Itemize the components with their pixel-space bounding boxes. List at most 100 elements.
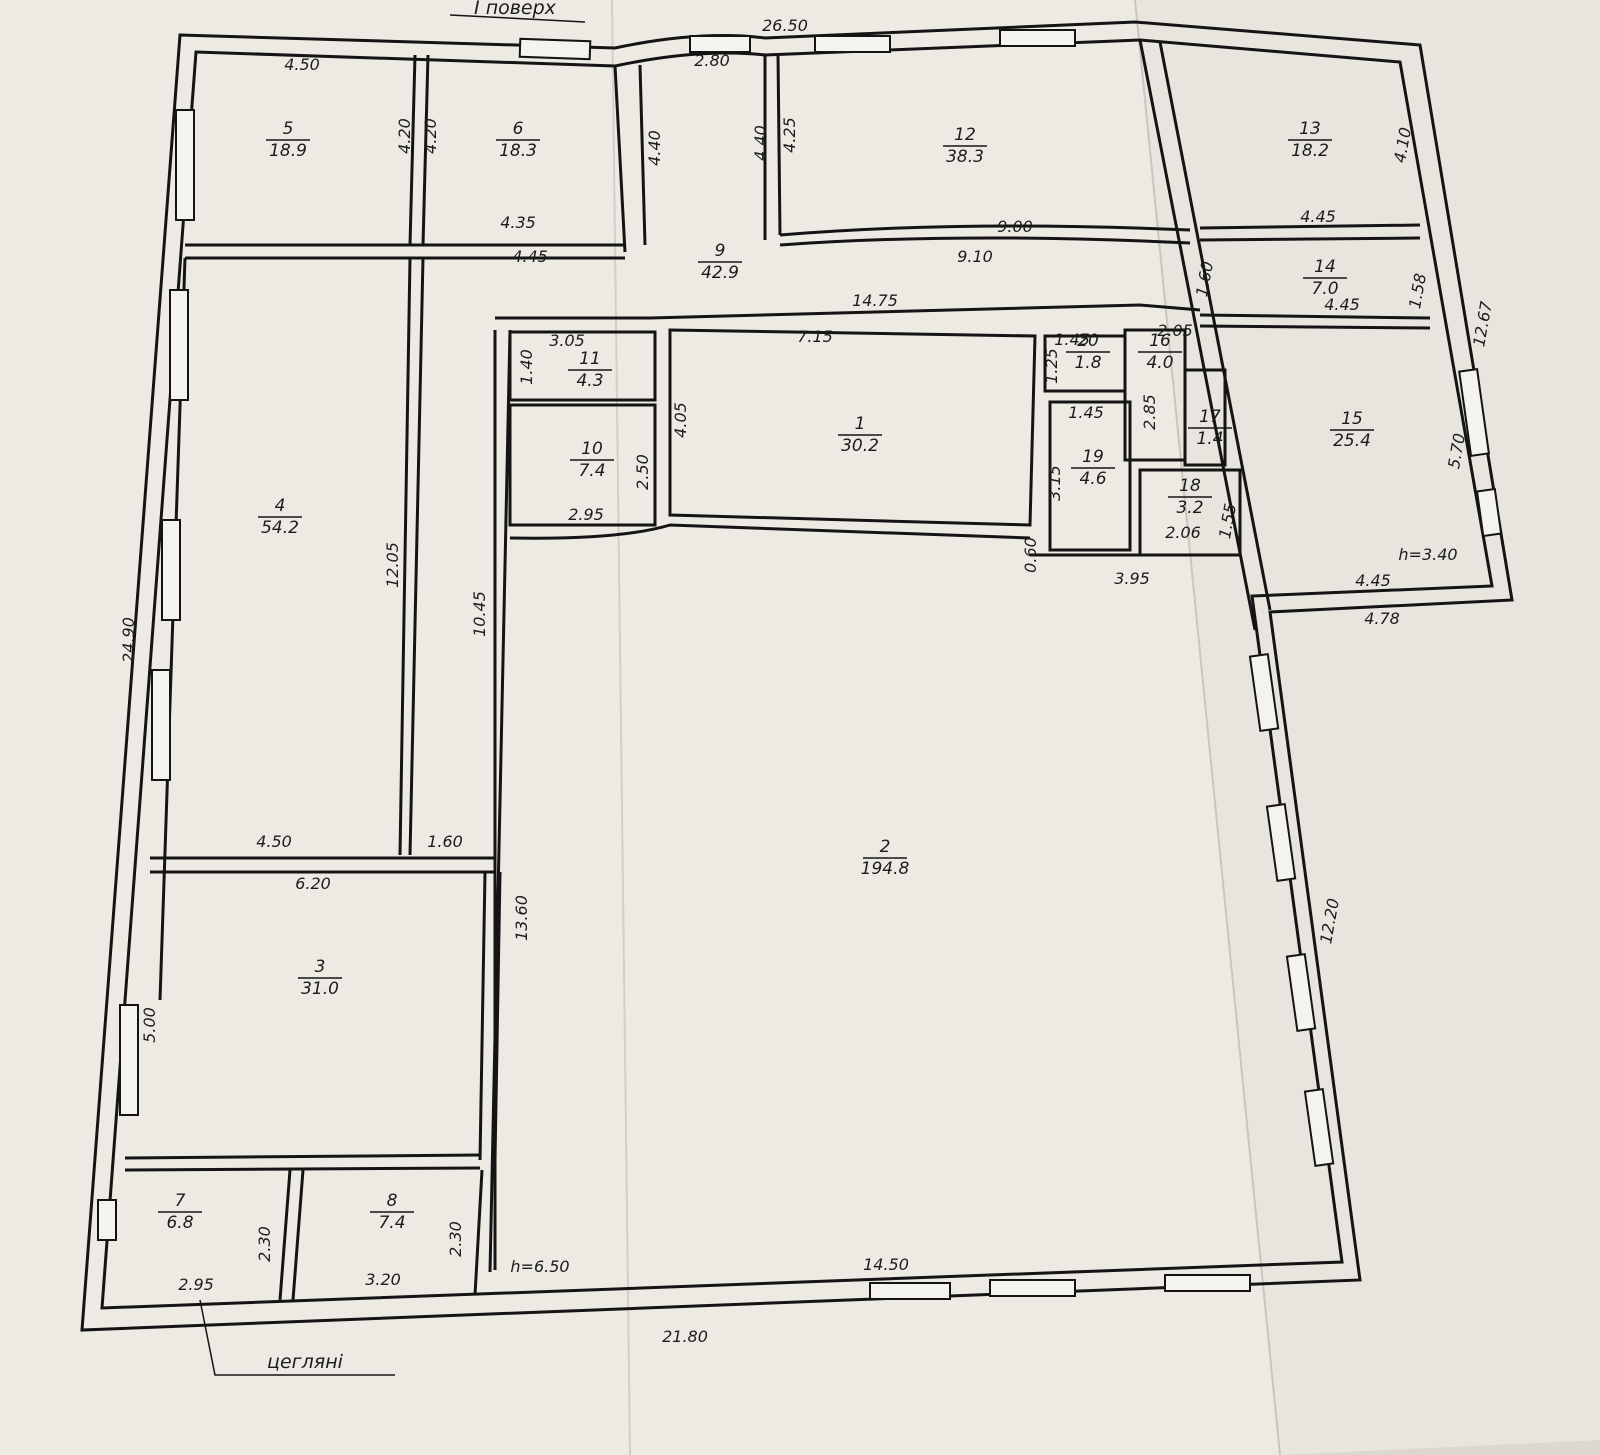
room-7-number: 7: [175, 1191, 186, 1211]
room-13-area: 18.2: [1291, 141, 1329, 161]
dimension-label: 4.35: [500, 213, 536, 232]
wall-8-2: [473, 1169, 484, 1296]
dimension-label: 0.60: [1021, 537, 1040, 573]
dimension-label: 2.30: [255, 1226, 274, 1262]
wall-2-top: [509, 523, 1031, 540]
room-19-number: 19: [1082, 447, 1104, 467]
room-4-number: 4: [275, 496, 286, 516]
dimension-label: 1.45: [1068, 403, 1104, 422]
dimension-label: 1.60: [427, 832, 463, 851]
dimension-label: 2.95: [178, 1275, 214, 1294]
wall-4-corr: [398, 257, 425, 856]
wall-2-left: [488, 329, 512, 1273]
room-8-area: 7.4: [378, 1213, 405, 1233]
dimension-label: 4.78: [1364, 609, 1400, 628]
room-7-area: 6.8: [166, 1213, 193, 1233]
room-16-number: 16: [1149, 331, 1171, 351]
dimension-label: 6.20: [295, 874, 331, 893]
corridor-wall-top-left: [185, 243, 625, 260]
dimension-label: 2.30: [446, 1221, 465, 1257]
dimension-label: 4.50: [284, 55, 320, 74]
dimension-label: 3.95: [1114, 569, 1150, 588]
room-19-area: 4.6: [1079, 469, 1106, 489]
room-8-number: 8: [387, 1191, 398, 1211]
room-14-area: 7.0: [1311, 279, 1338, 299]
room-1-area: 30.2: [841, 436, 879, 456]
wall-13-14: [1199, 223, 1421, 242]
dimension-label: 24.90: [119, 617, 138, 663]
room-2-area: 194.8: [861, 859, 910, 879]
dimension-label: 14.75: [852, 291, 898, 310]
dimension-label: 12.05: [383, 542, 402, 588]
dimension-label: 4.05: [671, 402, 690, 438]
windows: [97, 29, 1503, 1300]
dimension-label: 14.50: [863, 1255, 909, 1274]
room-3-number: 3: [315, 957, 326, 977]
dimension-label: 1.60: [1192, 260, 1217, 298]
overall-dim-top: 26.50: [762, 16, 808, 35]
room-5-area: 18.9: [269, 141, 307, 161]
room-11-area: 4.3: [576, 371, 603, 391]
partition-6-9: [613, 64, 647, 253]
dimension-label: 1.58: [1405, 272, 1430, 310]
material-note: цегляні: [267, 1351, 344, 1373]
dimension-label: 2.06: [1165, 523, 1201, 542]
room-20-number: 20: [1077, 331, 1099, 351]
dimension-label: 4.45: [1355, 571, 1391, 590]
room-1-number: 1: [855, 414, 866, 434]
room-18-area: 3.2: [1176, 498, 1203, 518]
dimension-label: 10.45: [470, 591, 489, 637]
wall-4-3: [150, 856, 495, 874]
dimension-label: 4.45: [1300, 207, 1336, 226]
room-14-number: 14: [1314, 257, 1336, 277]
room-16-area: 4.0: [1146, 353, 1173, 373]
dimension-label: 1.45: [1054, 330, 1090, 349]
dimension-label: 4.45: [1324, 295, 1360, 314]
room-9-area: 42.9: [701, 263, 739, 283]
dimension-label: 9.10: [957, 247, 993, 266]
wall-3-7: [124, 1153, 481, 1172]
room-5-number: 5: [283, 119, 294, 139]
room-11-wall: [508, 330, 657, 402]
room-18-number: 18: [1179, 476, 1201, 496]
room-6-number: 6: [513, 119, 524, 139]
dimension-label: 2.95: [568, 505, 604, 524]
dimension-label: 5.00: [140, 1007, 159, 1043]
room-2-number: 2: [880, 837, 891, 857]
room-17-area: 1.4: [1196, 429, 1223, 449]
room-11-number: 11: [579, 349, 601, 369]
dimension-label: 9.00: [997, 217, 1033, 236]
partition-5-6: [408, 54, 430, 246]
dimension-label: 3.20: [365, 1270, 401, 1289]
room-17-wall: [1183, 368, 1227, 467]
dimension-label: 4.20: [395, 118, 414, 154]
dimension-label: 2.85: [1140, 394, 1159, 430]
partition-9-12: [763, 54, 782, 240]
room-4-area: 54.2: [261, 518, 299, 538]
dimension-label: 2.50: [633, 454, 652, 490]
height-main: h=6.50: [510, 1257, 569, 1276]
room-15-number: 15: [1341, 409, 1363, 429]
dimension-label: 2.05: [1157, 321, 1193, 340]
dimension-label: 12.20: [1316, 897, 1343, 945]
dimension-label: 4.45: [512, 247, 548, 266]
room-20-area: 1.8: [1074, 353, 1101, 373]
dimension-label: 5.70: [1444, 432, 1469, 470]
room-3-area: 31.0: [301, 979, 339, 999]
dimension-label: 3.05: [549, 331, 585, 350]
dimension-label: 3.15: [1045, 465, 1064, 501]
dimension-label: 13.60: [512, 895, 531, 941]
dimension-label: 4.20: [421, 118, 440, 154]
corridor-wall-12: [779, 224, 1191, 247]
dimension-label: 7.15: [797, 327, 833, 346]
wall-3-right: [478, 871, 502, 1161]
dimension-label: 2.80: [694, 51, 730, 70]
dimension-label: 4.25: [780, 117, 799, 153]
room-19-wall: [1048, 400, 1132, 552]
leader-line: [199, 1299, 395, 1376]
room-12-number: 12: [954, 125, 976, 145]
room-10-number: 10: [581, 439, 603, 459]
overall-dim-bottom: 21.80: [662, 1327, 708, 1346]
